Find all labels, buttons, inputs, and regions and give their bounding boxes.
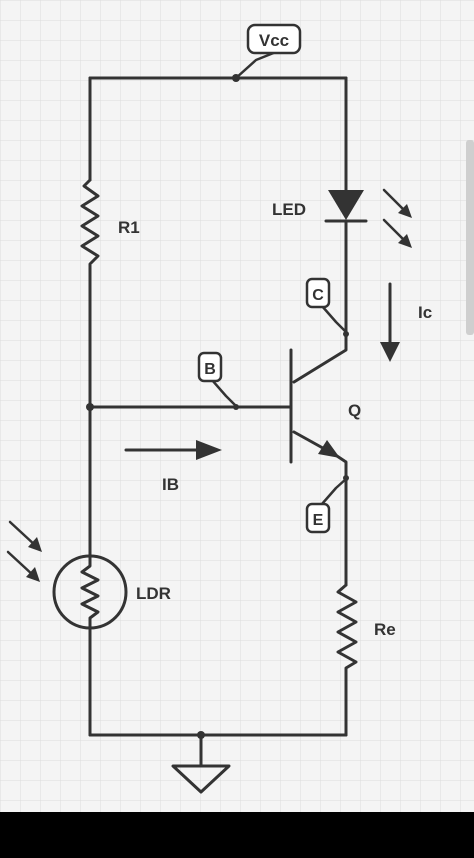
collector-label: C: [305, 277, 348, 334]
c-text: C: [312, 287, 324, 304]
ib-arrow: [124, 440, 222, 460]
base-label: B: [197, 351, 238, 408]
ldr-symbol: [6, 520, 128, 630]
ic-label: Ic: [418, 303, 432, 322]
vcc-label: Vcc: [234, 23, 302, 80]
ib-label: IB: [162, 475, 179, 494]
scrollbar-thumb[interactable]: [466, 140, 474, 335]
left-rail: [80, 76, 100, 737]
r1-label: R1: [118, 218, 140, 237]
emitter-label: E: [305, 477, 348, 534]
q-label: Q: [348, 401, 361, 420]
ic-arrow: [380, 282, 400, 362]
e-text: E: [313, 512, 324, 529]
led-symbol: [324, 76, 412, 337]
ldr-label: LDR: [136, 584, 171, 603]
b-text: B: [204, 361, 216, 378]
ground-symbol: [171, 733, 231, 794]
bottom-bar: [0, 812, 474, 853]
re-resistor: [336, 583, 358, 737]
re-label: Re: [374, 620, 396, 639]
base-junction: [86, 403, 94, 411]
led-label: LED: [272, 200, 306, 219]
vcc-text: Vcc: [259, 31, 289, 50]
